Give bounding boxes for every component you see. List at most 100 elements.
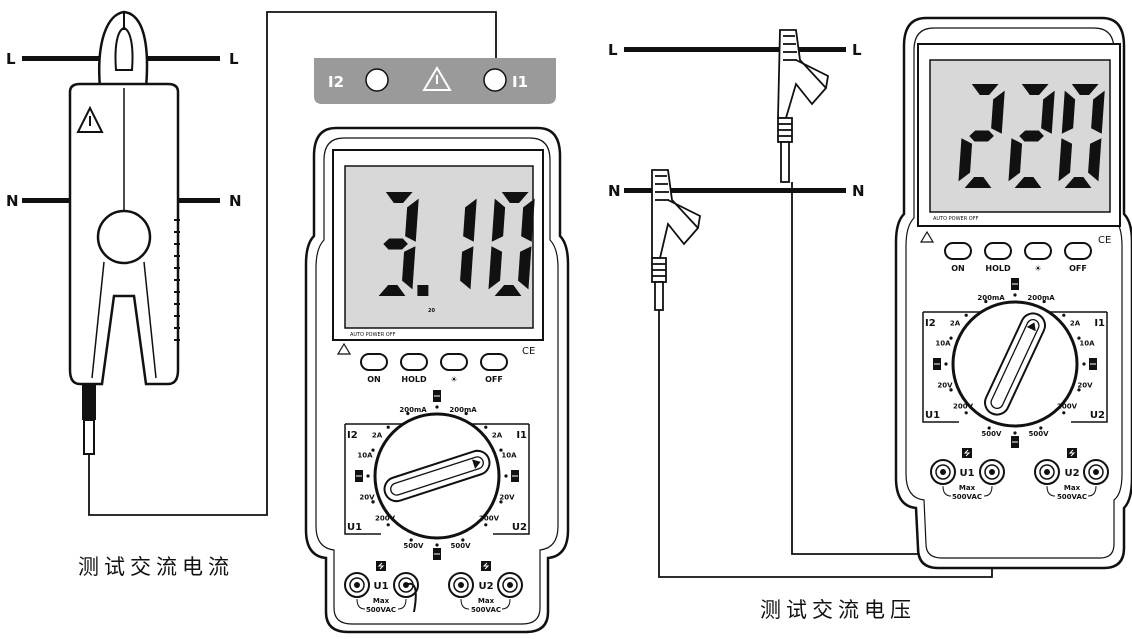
right-button-0[interactable]: ON — [944, 242, 972, 273]
left-wiring — [88, 11, 497, 516]
right-dial-top-mark-1: 200mA — [1027, 294, 1055, 302]
left-lcd-digit-1 — [460, 198, 477, 290]
left-dial-top-mark-1: 200mA — [449, 406, 477, 414]
left-terminal-vac-2: 500VAC — [471, 606, 501, 614]
left-button-1[interactable]: HOLD — [400, 353, 428, 384]
left-line-l-label-left: L — [6, 50, 16, 68]
left-dial-label-i1: I1 — [516, 430, 527, 441]
right-button-1[interactable]: HOLD — [984, 242, 1012, 273]
left-lcd-decimal-point — [417, 285, 429, 296]
panel-socket-i2 — [365, 68, 389, 92]
right-dial-right-mark-4: 500V — [1029, 430, 1050, 438]
left-button-3[interactable]: OFF — [480, 353, 508, 384]
alligator-clip-n — [651, 169, 701, 311]
left-dial-tick-12 — [461, 538, 465, 542]
left-button-2[interactable]: ☀ — [440, 353, 468, 384]
right-button-label-0: ON — [951, 264, 965, 273]
right-dial-top-mark-0: 200mA — [977, 294, 1005, 302]
left-lcd-digit-0 — [378, 192, 419, 296]
right-terminal-jack-3[interactable] — [1083, 459, 1109, 485]
right-dial-tick-2 — [949, 336, 953, 340]
left-dial-tick-3 — [386, 425, 390, 429]
right-dial-pointer — [984, 312, 1046, 416]
right-terminal-vac-1: 500VAC — [952, 493, 982, 501]
left-dial-label-u2: U2 — [512, 522, 527, 533]
right-terminal-max-1: Max — [959, 484, 976, 492]
right-dial-tick-10 — [1077, 388, 1081, 392]
left-terminal-label-u2: U2 — [478, 581, 493, 592]
left-dial-tick-16 — [371, 500, 375, 504]
right-dial-left-mark-0: 2A — [950, 320, 961, 328]
left-dial-tick-15 — [386, 523, 390, 527]
right-terminal-jack-0[interactable] — [930, 459, 956, 485]
right-dial-tick-7 — [1062, 313, 1066, 317]
left-terminal-jack-2[interactable] — [448, 572, 474, 598]
right-dial-label-u2: U2 — [1090, 410, 1105, 421]
right-dial-tick-15 — [964, 411, 968, 415]
right-ce-mark: CE — [1098, 235, 1111, 246]
right-button-3[interactable]: OFF — [1064, 242, 1092, 273]
left-terminal-jack-0[interactable] — [344, 572, 370, 598]
right-dial-label-i1: I1 — [1094, 318, 1105, 329]
left-line-n-label-left: N — [6, 192, 19, 210]
left-dial-right-mark-2: 20V — [499, 494, 515, 502]
clamp-input-panel: I2 I1 — [314, 58, 556, 104]
left-dial-right-mark-4: 500V — [451, 542, 472, 550]
right-power-lines: L L N N — [608, 41, 865, 200]
left-dial-tick-8 — [499, 448, 503, 452]
right-line-l-label-left: L — [608, 41, 618, 59]
left-dial-right-mark-3: 200V — [479, 515, 500, 523]
right-lcd-digit-2 — [1058, 84, 1105, 188]
left-dial-tick-14 — [409, 538, 413, 542]
left-button-label-3: OFF — [485, 375, 503, 384]
right-lcd-digit-0 — [958, 84, 1005, 188]
right-button-label-3: OFF — [1069, 264, 1087, 273]
left-dial-left-mark-2: 20V — [359, 494, 375, 502]
right-button-2[interactable]: ☀ — [1024, 242, 1052, 273]
right-dial-right-mark-1: 10A — [1079, 339, 1095, 347]
panel-label-i1: I1 — [512, 73, 528, 91]
right-terminal-jack-1[interactable] — [979, 459, 1005, 485]
right-lcd-digit-1 — [1008, 84, 1055, 188]
left-dial-left-mark-0: 2A — [372, 432, 383, 440]
left-terminal-jack-3[interactable] — [497, 572, 523, 598]
left-dial-tick-6 — [464, 411, 468, 416]
right-auto-power-off: AUTO POWER OFF — [933, 216, 979, 222]
left-dial-top-mark-0: 200mA — [399, 406, 427, 414]
right-dial-left-mark-4: 500V — [981, 430, 1002, 438]
right-terminal-vac-2: 500VAC — [1057, 493, 1087, 501]
right-dial-tick-8 — [1077, 336, 1081, 340]
left-terminal-max-2: Max — [478, 597, 495, 605]
left-dial-tick-13 — [435, 543, 439, 547]
left-button-label-0: ON — [367, 375, 381, 384]
right-dial-label-u1: U1 — [925, 410, 940, 421]
left-dial-label-u1: U1 — [347, 522, 362, 533]
right-button-label-1: HOLD — [985, 264, 1011, 273]
left-line-l-label-right: L — [229, 50, 239, 68]
right-dial-right-mark-2: 20V — [1077, 382, 1093, 390]
left-lcd-range: 20 — [428, 308, 435, 314]
left-lcd-digits — [378, 192, 535, 296]
right-dial-tick-6 — [1042, 299, 1046, 304]
left-dial-left-mark-3: 200V — [375, 515, 396, 523]
right-button-label-2: ☀ — [1034, 264, 1041, 273]
left-dial-right-mark-1: 10A — [501, 451, 517, 459]
right-dial-left-mark-3: 200V — [953, 403, 974, 411]
left-terminal-label-u1: U1 — [373, 581, 388, 592]
right-line-l — [624, 47, 846, 52]
right-buttons: ON HOLD ☀ OFF — [944, 242, 1092, 273]
alligator-clip-l — [777, 29, 829, 183]
right-warning-small-icon — [919, 230, 935, 243]
clamp-probe — [68, 10, 180, 455]
right-terminal-jack-2[interactable] — [1034, 459, 1060, 485]
left-dial-tick-2 — [371, 448, 375, 452]
left-buttons: ON HOLD ☀ OFF — [360, 353, 508, 384]
left-button-0[interactable]: ON — [360, 353, 388, 384]
left-lcd-digit-2 — [488, 192, 535, 296]
clamp-cable-strain — [82, 384, 96, 420]
